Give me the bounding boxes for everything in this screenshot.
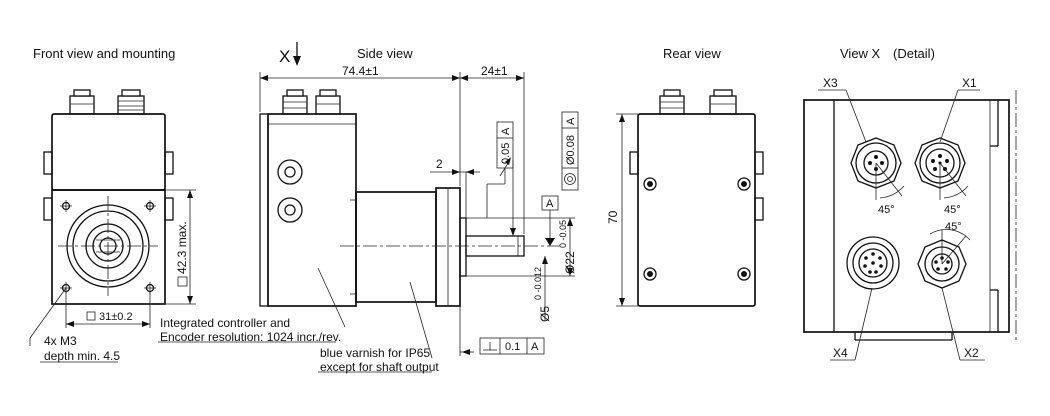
- mount-note-line2: depth min. 4.5: [44, 349, 120, 363]
- square-symbol: [86, 311, 96, 321]
- connector-x3-label: X3: [823, 76, 838, 90]
- x3-angle-label: 45°: [878, 204, 895, 216]
- rear-view: [616, 89, 764, 307]
- x2-angle-label: 45°: [945, 221, 962, 233]
- front-view-title: Front view and mounting: [33, 46, 175, 61]
- view-x-marker: X: [279, 47, 290, 66]
- dim-24-label: 24±1: [481, 64, 508, 78]
- concentricity-datum: A: [565, 117, 577, 125]
- varnish-note-line2: except for shaft output: [320, 360, 439, 374]
- dim-2-label: 2: [436, 157, 443, 171]
- detail-view-title: View X: [840, 46, 881, 61]
- mount-note-line1: 4x M3: [44, 334, 77, 348]
- encoder-note-line2: Encoder resolution: 1024 incr./rev.: [160, 330, 341, 344]
- svg-text:42.3 max.: 42.3 max.: [175, 221, 189, 274]
- side-view: [158, 42, 579, 373]
- encoder-note-line1: Integrated controller and: [160, 316, 290, 330]
- dim-31-label: 31±0.2: [99, 311, 133, 323]
- datum-label: A: [546, 198, 554, 210]
- detail-view-subtitle: (Detail): [893, 46, 935, 61]
- pilot-tol-label: 0 -0.05: [558, 220, 568, 248]
- connector-x1-label: X1: [962, 76, 977, 90]
- concentricity-value: Ø0.08: [565, 135, 577, 165]
- side-view-title: Side view: [357, 46, 413, 61]
- rear-view-title: Rear view: [663, 46, 721, 61]
- dim-42-label: 42.3 max.: [175, 221, 189, 287]
- runout-datum: A: [500, 127, 512, 135]
- front-view: [29, 89, 196, 363]
- connector-x2-label: X2: [964, 346, 979, 360]
- dim-74-label: 74.4±1: [342, 64, 379, 78]
- varnish-note-line1: blue varnish for IP65: [320, 346, 430, 360]
- runout-value: 0.05: [500, 143, 512, 164]
- detail-view: [803, 89, 1017, 361]
- dim-70-label: 70: [606, 210, 620, 224]
- shaft-dia-label: Ø5: [538, 306, 552, 322]
- shaft-tol-label: 0 -0.012: [533, 267, 543, 300]
- pilot-dia-label: Ø22: [563, 251, 577, 274]
- x1-angle-label: 45°: [944, 204, 961, 216]
- perpendicular-value: 0.1: [505, 341, 520, 353]
- connector-x4-label: X4: [833, 346, 848, 360]
- perpendicular-datum: A: [531, 341, 539, 353]
